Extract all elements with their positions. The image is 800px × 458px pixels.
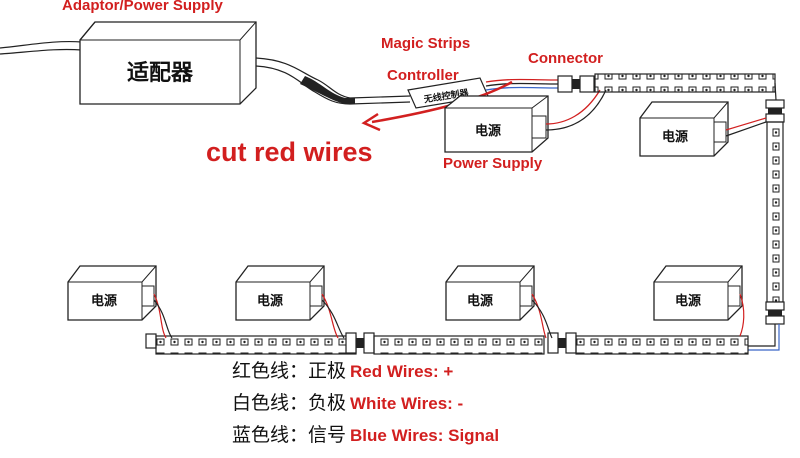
main-power-supply: 电源	[444, 89, 607, 153]
connector	[557, 75, 595, 93]
psu-bottom-4-label: 电源	[675, 293, 701, 309]
psu-bottom-2-label: 电源	[257, 293, 283, 309]
psu-bottom-1: 电源	[67, 265, 173, 339]
top-led-strip	[594, 73, 777, 101]
legend-white-en: White Wires: -	[350, 394, 464, 413]
legend-row-white: 白色线：负极 White Wires: -	[232, 388, 463, 414]
right-led-strip	[748, 99, 785, 351]
psu-top-right: 电源	[639, 101, 767, 157]
legend-red-en: Red Wires: +	[350, 362, 454, 381]
adaptor-label: Adaptor/Power Supply	[62, 0, 223, 14]
mains-cable	[0, 40, 83, 55]
legend-blue-cn: 蓝色线：信号	[232, 424, 347, 446]
psu-bottom-1-label: 电源	[91, 293, 117, 309]
adaptor-box-label: 适配器	[127, 61, 194, 86]
power-supply-label: Power Supply	[443, 155, 543, 172]
adaptor-output-cable	[255, 57, 411, 105]
legend-white-cn: 白色线：负极	[232, 392, 347, 414]
psu-top-right-label: 电源	[662, 129, 688, 145]
legend-red-cn: 红色线：正极	[232, 360, 347, 382]
psu-bottom-2: 电源	[235, 265, 345, 339]
controller-label: Controller	[387, 67, 459, 84]
legend-blue-en: Blue Wires: Signal	[350, 426, 500, 445]
psu-bottom-4: 电源	[653, 265, 745, 337]
main-psu-label: 电源	[475, 123, 501, 139]
legend-row-blue: 蓝色线：信号 Blue Wires: Signal	[232, 420, 499, 446]
adaptor-box: 适配器	[79, 21, 257, 105]
psu-bottom-3: 电源	[445, 265, 553, 339]
magic-strips-label: Magic Strips	[381, 35, 471, 52]
controller-wires	[485, 78, 561, 91]
legend-row-red: 红色线：正极 Red Wires: +	[232, 356, 453, 382]
connector-label: Connector	[528, 50, 603, 67]
cut-red-wires-label: cut red wires	[206, 137, 373, 167]
psu-bottom-3-label: 电源	[467, 293, 493, 309]
bottom-led-strip	[145, 332, 749, 355]
